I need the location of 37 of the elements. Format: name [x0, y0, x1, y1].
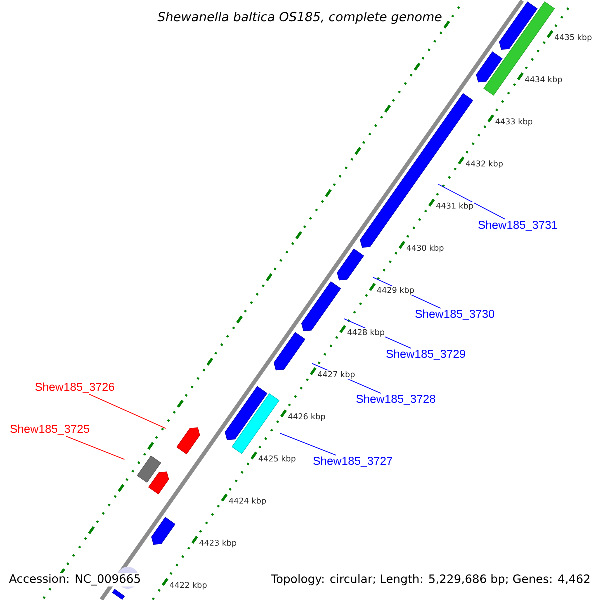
gene-label: Shew185_3730 — [416, 310, 494, 320]
scale-label: 4428 kbp — [346, 328, 386, 338]
gene-feature — [302, 282, 342, 332]
scale-label: 4433 kbp — [494, 118, 534, 127]
leader-line — [89, 394, 166, 429]
gene-label: Shew185_3728 — [356, 394, 436, 406]
gene-feature — [225, 386, 268, 440]
gene-label: Shew185_3731 — [478, 220, 558, 232]
leader-line — [66, 436, 126, 460]
leader-line — [280, 433, 337, 456]
scale-label: 4431 kbp — [436, 202, 474, 212]
gene-feature — [232, 394, 280, 454]
scale-label: 4423 kbp — [198, 539, 238, 548]
scale-label: 4430 kbp — [406, 244, 445, 254]
scale-label: 4426 kbp — [287, 412, 326, 422]
gene-feature — [476, 52, 503, 83]
scale-label: 4432 kbp — [465, 160, 504, 169]
scale-label: 4422 kbp — [169, 581, 208, 590]
gene-feature — [112, 589, 126, 600]
footer-text: Topology: circular; Length: 5,229,686 bp; Genes: 4,462 — [270, 573, 592, 587]
gene-feature — [337, 248, 364, 281]
gene-feature — [274, 332, 306, 371]
scale-label: 4434 kbp — [524, 76, 564, 85]
gene-feature — [176, 428, 200, 454]
title: Shewanella baltica OS185, complete genome — [156, 10, 444, 26]
leader-line — [438, 184, 506, 220]
gene-feature — [148, 472, 170, 495]
gene-label: Shew185_3727 — [314, 456, 392, 468]
scale-label: 4435 kbp — [554, 34, 593, 43]
gene-feature — [151, 517, 176, 545]
gene-label: Shew185_3729 — [386, 350, 466, 360]
footer-text: Accession: NC_009665 — [8, 573, 142, 587]
gene-feature — [137, 456, 162, 483]
scale-label: 4424 kbp — [228, 497, 268, 506]
gene-label: Shew185_3726 — [36, 382, 114, 394]
gene-label: Shew185_3725 — [10, 424, 90, 436]
gene-feature — [499, 2, 538, 50]
